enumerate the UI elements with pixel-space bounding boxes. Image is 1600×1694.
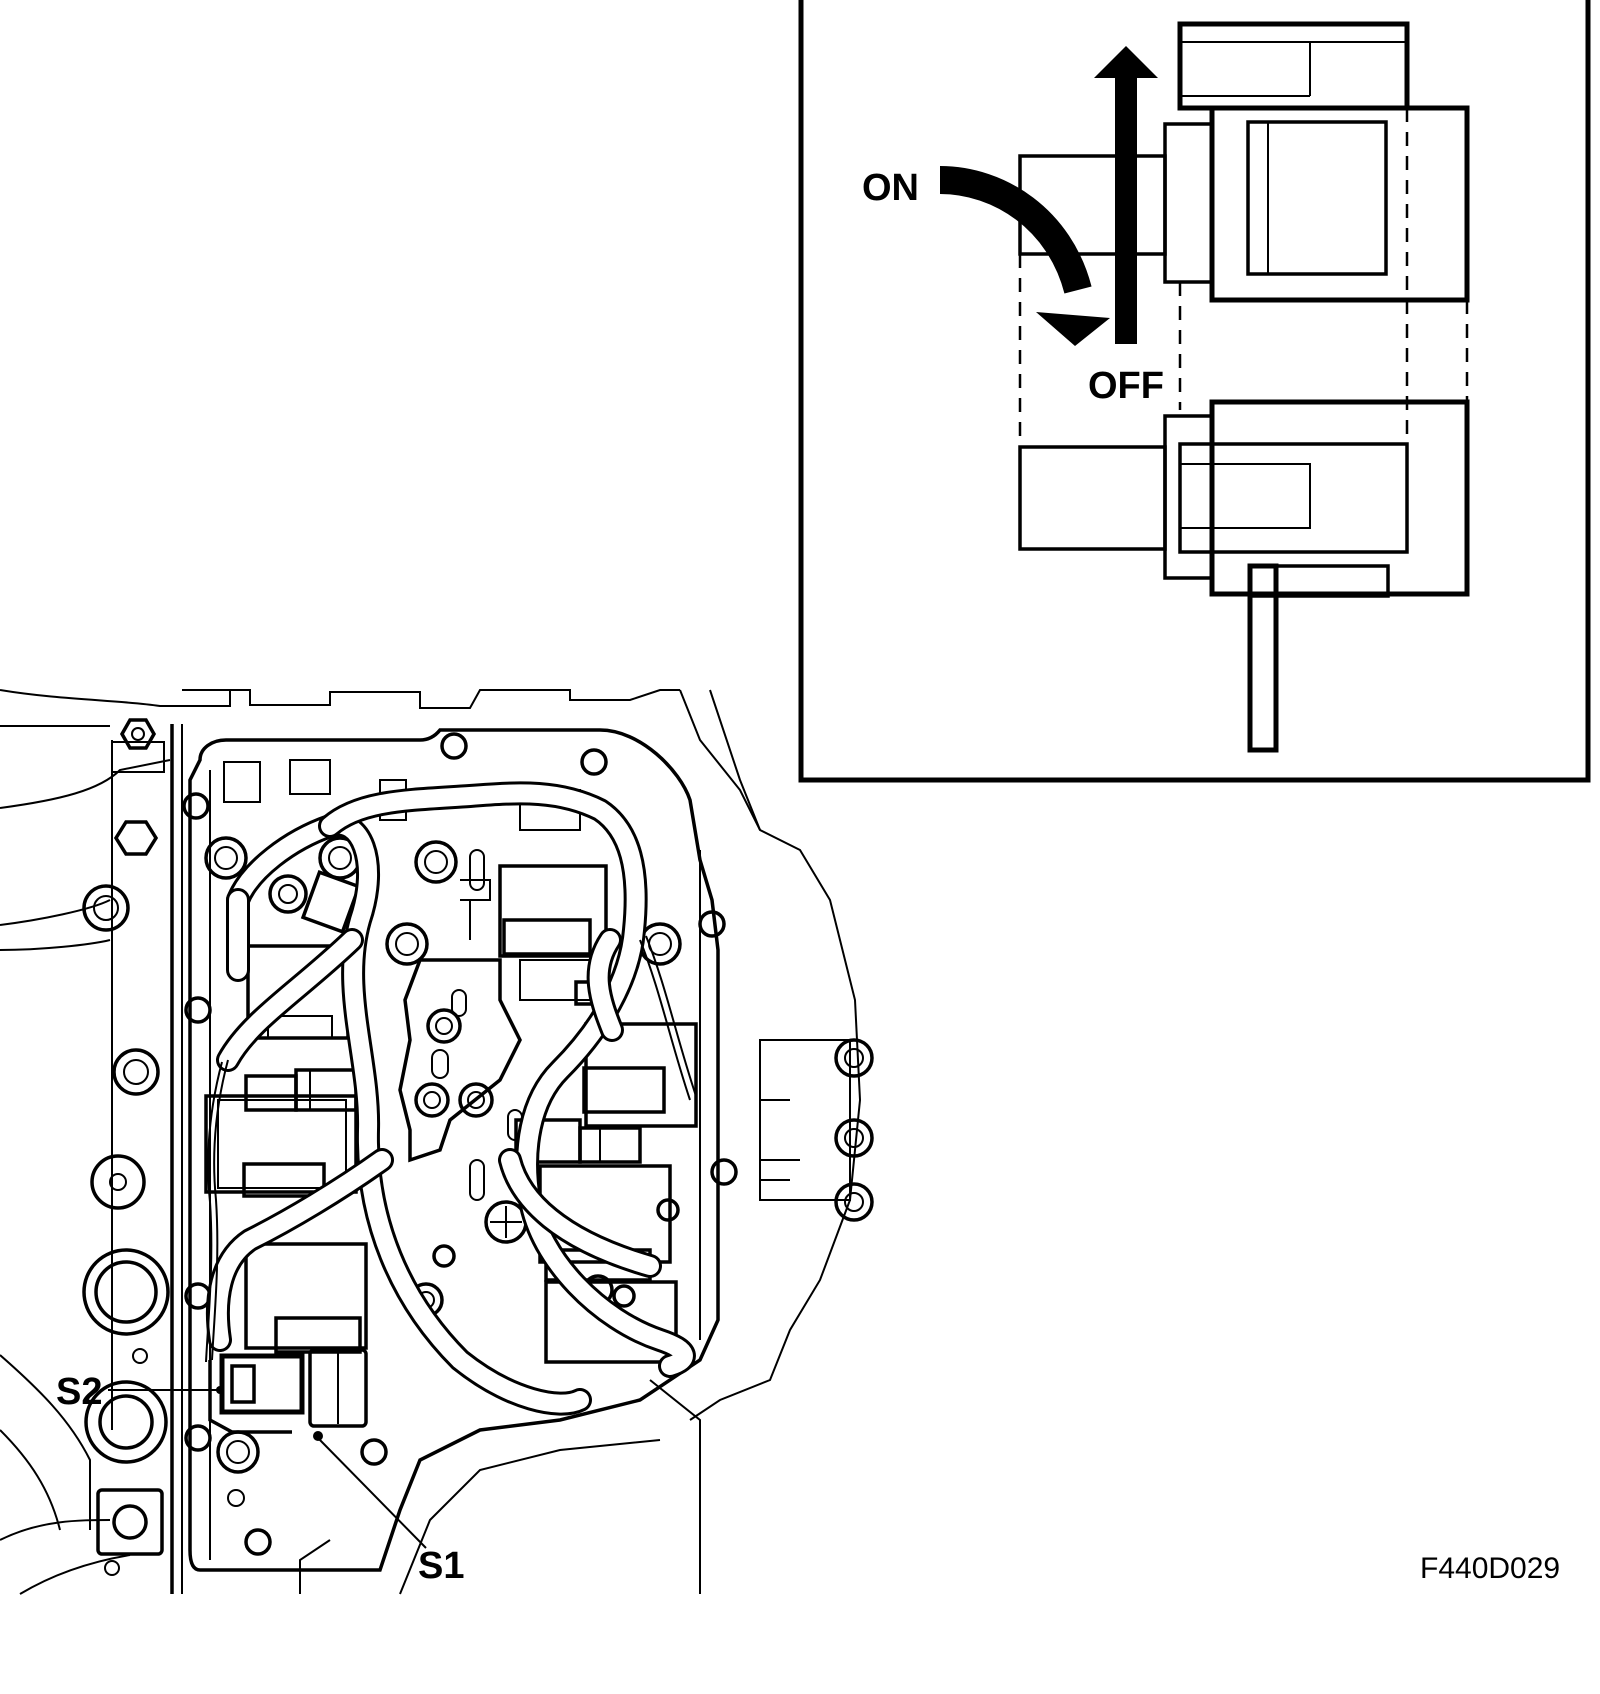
s2-label: S2 bbox=[56, 1371, 102, 1413]
figure-code: F440D029 bbox=[1420, 1552, 1560, 1585]
s2-connector bbox=[208, 1353, 305, 1434]
solenoid-left-3 bbox=[244, 1242, 368, 1350]
solenoid-right-2 bbox=[584, 1022, 698, 1128]
solenoid-right-1 bbox=[498, 864, 608, 958]
connector-lock-inset: ON OFF bbox=[798, 0, 1591, 783]
valve-body-outline bbox=[188, 728, 720, 1572]
valve-body-drawing: S2 S1 bbox=[0, 689, 874, 1595]
inset-frame bbox=[798, 0, 1591, 783]
curved-arrow-icon bbox=[939, 166, 1110, 346]
on-label: ON bbox=[862, 167, 919, 209]
up-arrow bbox=[1094, 46, 1158, 344]
right-bolts bbox=[759, 1038, 874, 1222]
s1-connector bbox=[308, 1348, 368, 1428]
wire-harness bbox=[205, 781, 697, 1416]
projection-lines bbox=[1018, 108, 1469, 445]
left-bolts bbox=[82, 718, 170, 1576]
s1-label: S1 bbox=[418, 1545, 464, 1587]
connector-lower bbox=[1018, 399, 1470, 753]
connector-upper bbox=[1018, 21, 1470, 303]
case-outline bbox=[0, 689, 862, 1595]
solenoids bbox=[204, 759, 698, 1364]
off-label: OFF bbox=[1088, 365, 1164, 407]
body-holes bbox=[182, 732, 738, 1556]
s1-leader-line bbox=[317, 1437, 427, 1549]
